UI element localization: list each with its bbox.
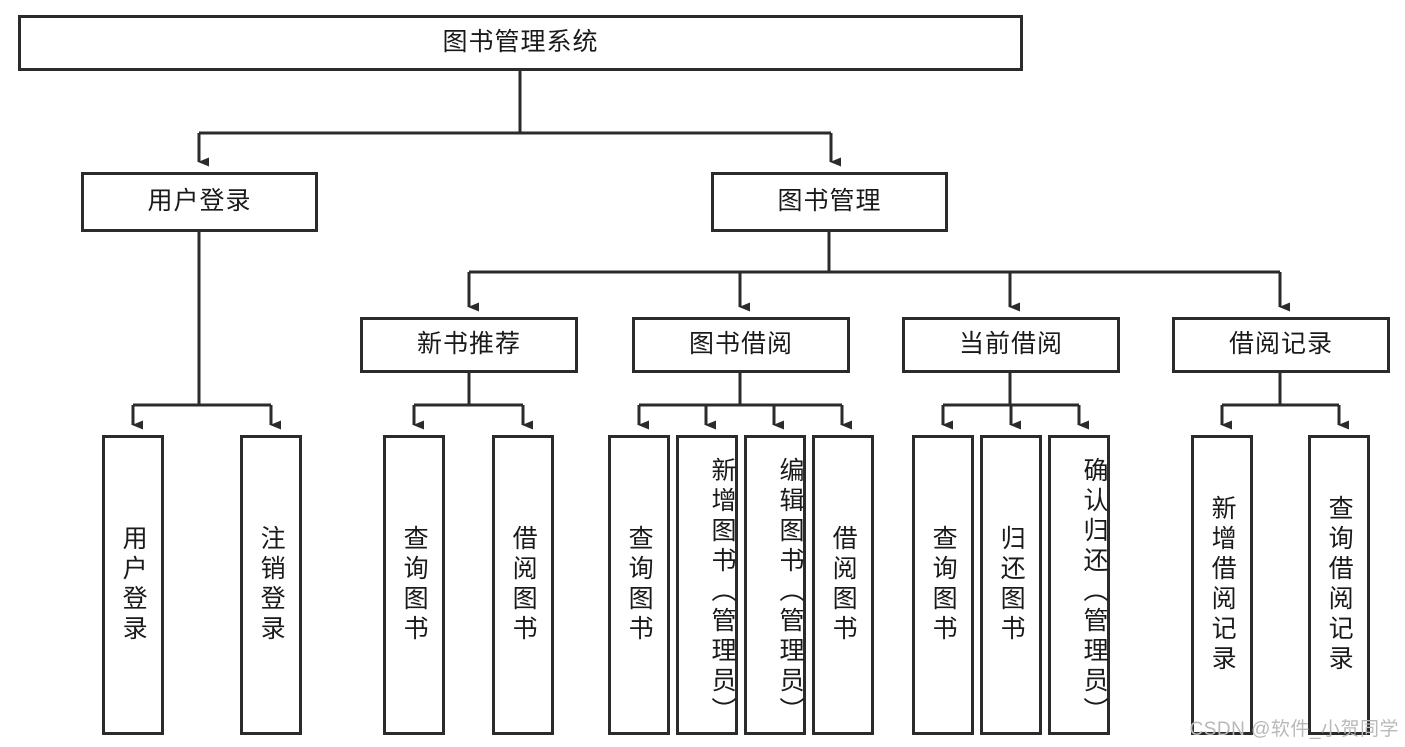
leaf-borrow-record-add[interactable]: 新增借阅记录 bbox=[1191, 435, 1253, 735]
leaf-borrow-record-query[interactable]: 查询借阅记录 bbox=[1308, 435, 1370, 735]
leaf-user-login-signin[interactable]: 用户登录 bbox=[102, 435, 164, 735]
leaf-new-book-query[interactable]: 查询图书 bbox=[383, 435, 445, 735]
leaf-user-login-signout[interactable]: 注销登录 bbox=[240, 435, 302, 735]
leaf-book-borrow-borrow[interactable]: 借阅图书 bbox=[812, 435, 874, 735]
leaf-book-borrow-query[interactable]: 查询图书 bbox=[608, 435, 670, 735]
leaf-new-book-borrow[interactable]: 借阅图书 bbox=[492, 435, 554, 735]
leaf-book-borrow-add[interactable]: 新增图书（管理员） bbox=[676, 435, 738, 735]
watermark: CSDN @软件_小贺同学 bbox=[1189, 719, 1399, 740]
node-book-borrow[interactable]: 图书借阅 bbox=[632, 317, 850, 373]
node-root-library-system[interactable]: 图书管理系统 bbox=[18, 15, 1023, 71]
node-new-book-recommend[interactable]: 新书推荐 bbox=[360, 317, 578, 373]
leaf-current-borrow-confirm-return[interactable]: 确认归还（管理员） bbox=[1048, 435, 1110, 735]
node-user-login[interactable]: 用户登录 bbox=[81, 172, 318, 232]
node-book-management[interactable]: 图书管理 bbox=[711, 172, 948, 232]
leaf-current-borrow-query[interactable]: 查询图书 bbox=[912, 435, 974, 735]
node-current-borrow[interactable]: 当前借阅 bbox=[902, 317, 1120, 373]
leaf-book-borrow-edit[interactable]: 编辑图书（管理员） bbox=[744, 435, 806, 735]
leaf-current-borrow-return[interactable]: 归还图书 bbox=[980, 435, 1042, 735]
node-borrow-record[interactable]: 借阅记录 bbox=[1172, 317, 1390, 373]
